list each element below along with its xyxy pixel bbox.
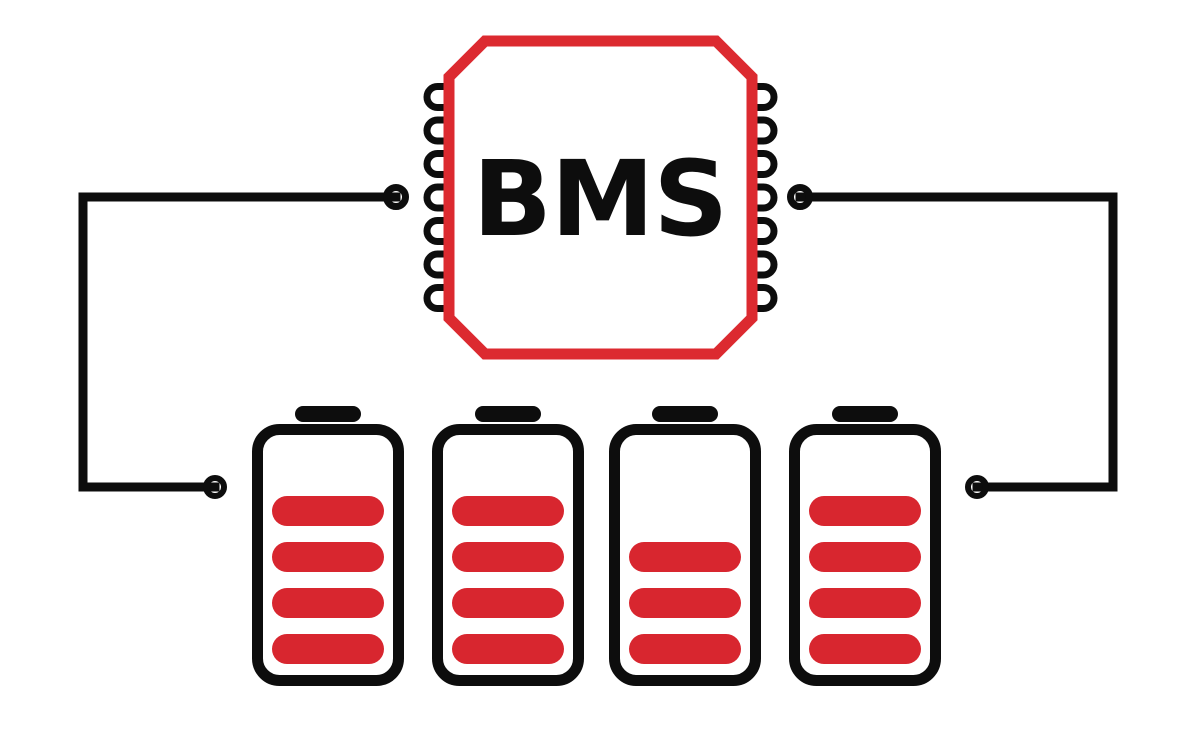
battery-charge-bar: [272, 496, 384, 526]
battery-cap: [652, 406, 718, 422]
chip-pin-right-7: [744, 284, 778, 312]
chip-pin-right-3: [744, 150, 778, 178]
pack-terminal-left[interactable]: [203, 475, 227, 499]
battery-cap: [832, 406, 898, 422]
battery-charge-bar: [452, 542, 564, 572]
battery-cap: [475, 406, 541, 422]
wire-right-loop: [795, 192, 1118, 492]
battery-charge-bar: [629, 588, 741, 618]
chip-pins-left: [423, 83, 457, 312]
chip-label: BMS: [473, 138, 728, 260]
chip-pin-right-4: [744, 183, 778, 212]
battery-cell[interactable]: [609, 406, 761, 686]
chip-pins-right: [744, 83, 778, 312]
battery-cell[interactable]: [789, 406, 941, 686]
battery-charge-bar: [809, 542, 921, 572]
chip-pin-left-2: [423, 116, 457, 145]
battery-charge-bar: [809, 634, 921, 664]
connection-nodes: [203, 184, 989, 499]
chip-pin-left-6: [423, 250, 457, 279]
chip-pin-right-2: [744, 116, 778, 145]
chip-pin-left-3: [423, 150, 457, 178]
battery-charge-bar: [809, 588, 921, 618]
wire-left-loop: [78, 192, 401, 492]
battery-charge-bar: [452, 634, 564, 664]
chip-pin-left-1: [423, 83, 457, 111]
battery-charge-bar: [272, 634, 384, 664]
wiring-group: [78, 192, 1118, 492]
chip-pin-left-7: [423, 284, 457, 312]
chip-pin-right-6: [744, 250, 778, 279]
battery-pack: [252, 406, 941, 686]
chip-octagon-outline: [443, 35, 758, 360]
chip-pin-left-5: [423, 217, 457, 245]
chip-terminal-left[interactable]: [383, 184, 409, 210]
battery-charge-bar: [809, 496, 921, 526]
battery-charge-bar: [629, 542, 741, 572]
battery-charge-bar: [272, 542, 384, 572]
chip-terminal-right[interactable]: [787, 184, 813, 210]
battery-cap: [295, 406, 361, 422]
pack-terminal-right[interactable]: [965, 475, 989, 499]
battery-charge-bar: [452, 496, 564, 526]
battery-cell[interactable]: [252, 406, 404, 686]
chip-pin-left-4: [423, 183, 457, 212]
battery-charge-bar: [452, 588, 564, 618]
battery-charge-bar: [629, 634, 741, 664]
battery-cell[interactable]: [432, 406, 584, 686]
battery-charge-bar: [272, 588, 384, 618]
bms-controller[interactable]: BMS: [443, 35, 758, 360]
chip-pin-right-5: [744, 217, 778, 245]
chip-pin-right-1: [744, 83, 778, 111]
